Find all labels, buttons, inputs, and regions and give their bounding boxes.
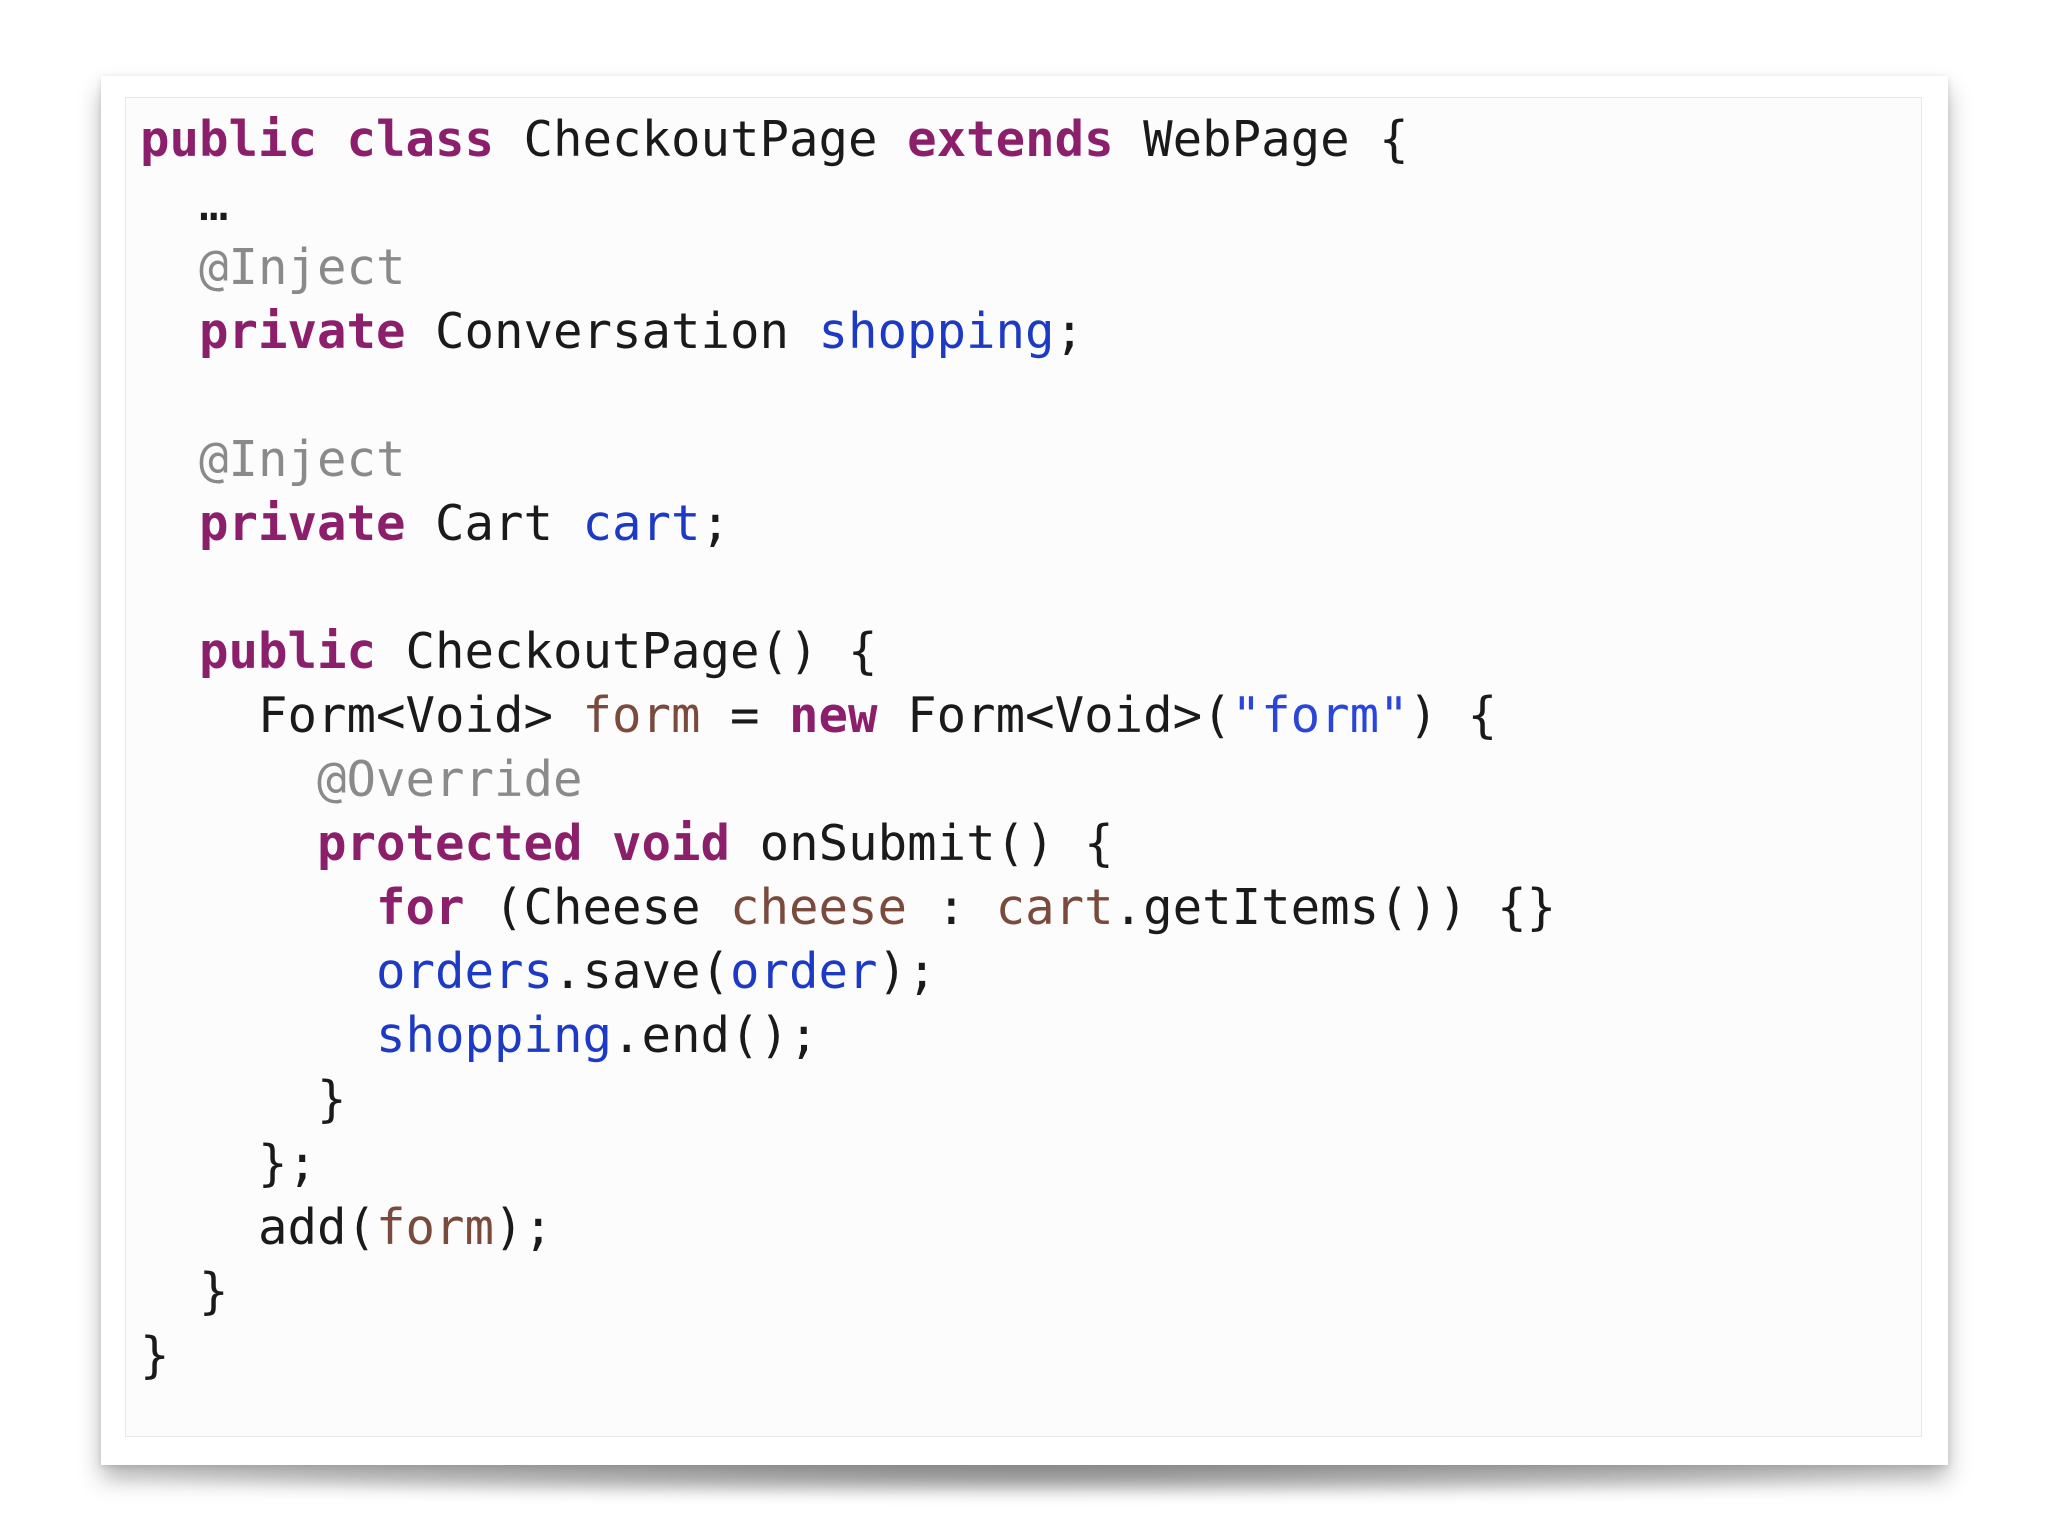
code-token-plain: .save( <box>553 943 731 1000</box>
code-line: … <box>140 172 1556 236</box>
code-token-kw: private <box>199 495 406 552</box>
code-token-plain: ; <box>700 495 731 552</box>
code-token-loc: cart <box>995 879 1114 936</box>
code-token-fld: shopping <box>376 1007 613 1064</box>
code-line: public CheckoutPage() { <box>140 620 1556 684</box>
code-token-plain: : <box>907 879 996 936</box>
code-token-plain: CheckoutPage <box>494 111 908 168</box>
code-line: protected void onSubmit() { <box>140 812 1556 876</box>
code-token-plain: Form<Void>( <box>877 687 1232 744</box>
code-token-kw: for <box>376 879 465 936</box>
code-token-plain: Conversation <box>405 303 819 360</box>
code-token-plain: ) { <box>1408 687 1498 744</box>
code-token-ann: @Inject <box>140 431 406 488</box>
code-token-plain: Cart <box>405 495 583 552</box>
code-token-kw: new <box>789 687 878 744</box>
code-token-plain <box>140 1007 376 1064</box>
code-token-plain: = <box>700 687 790 744</box>
code-token-plain <box>140 303 199 360</box>
code-line: } <box>140 1068 1556 1132</box>
code-token-plain <box>317 111 347 168</box>
code-line: add(form); <box>140 1196 1556 1260</box>
code-block: public class CheckoutPage extends WebPag… <box>140 108 1556 1388</box>
code-panel: public class CheckoutPage extends WebPag… <box>125 97 1922 1437</box>
code-line: @Inject <box>140 236 1556 300</box>
code-token-plain: … <box>140 175 229 232</box>
code-token-plain <box>140 879 376 936</box>
code-token-plain: onSubmit() { <box>730 815 1114 872</box>
code-line: }; <box>140 1132 1556 1196</box>
code-token-loc: form <box>582 687 701 744</box>
code-token-fld: order <box>730 943 878 1000</box>
code-line: } <box>140 1260 1556 1324</box>
code-line: @Inject <box>140 428 1556 492</box>
code-line: public class CheckoutPage extends WebPag… <box>140 108 1556 172</box>
code-token-kw: void <box>612 815 731 872</box>
code-token-plain: ); <box>494 1199 554 1256</box>
code-token-plain: .end(); <box>612 1007 819 1064</box>
code-line: Form<Void> form = new Form<Void>("form")… <box>140 684 1556 748</box>
code-token-plain: add( <box>140 1199 377 1256</box>
code-token-plain <box>140 623 199 680</box>
code-line: private Cart cart; <box>140 492 1556 556</box>
code-line: orders.save(order); <box>140 940 1556 1004</box>
code-token-plain <box>140 943 376 1000</box>
code-token-kw: protected <box>317 815 583 872</box>
code-token-plain: } <box>140 1263 229 1320</box>
code-token-plain: ; <box>1054 303 1085 360</box>
code-token-str: "form" <box>1231 687 1409 744</box>
code-token-ann: @Inject <box>140 239 406 296</box>
code-line <box>140 364 1556 428</box>
code-token-loc: form <box>376 1199 495 1256</box>
code-token-plain: .getItems()) {} <box>1113 879 1557 936</box>
code-token-kw: class <box>346 111 495 168</box>
code-line: private Conversation shopping; <box>140 300 1556 364</box>
code-token-kw: public <box>199 623 377 680</box>
code-token-fld: orders <box>376 943 554 1000</box>
code-line: shopping.end(); <box>140 1004 1556 1068</box>
code-line: @Override <box>140 748 1556 812</box>
code-token-plain: (Cheese <box>464 879 731 936</box>
code-token-kw: extends <box>907 111 1114 168</box>
code-line: for (Cheese cheese : cart.getItems()) {} <box>140 876 1556 940</box>
code-token-plain <box>140 495 199 552</box>
code-line: } <box>140 1324 1556 1388</box>
code-token-plain: CheckoutPage() { <box>376 623 878 680</box>
code-token-plain: } <box>140 1071 347 1128</box>
code-token-plain: } <box>140 1327 170 1384</box>
code-token-loc: cheese <box>730 879 908 936</box>
code-token-plain: Form<Void> <box>140 687 583 744</box>
code-token-kw: private <box>199 303 406 360</box>
code-token-plain: ); <box>877 943 937 1000</box>
code-token-plain <box>140 815 317 872</box>
code-token-kw: public <box>140 111 318 168</box>
code-token-plain <box>583 815 613 872</box>
code-token-fld: shopping <box>818 303 1055 360</box>
code-token-plain: WebPage { <box>1113 111 1409 168</box>
code-token-fld: cart <box>582 495 701 552</box>
code-token-plain: }; <box>140 1135 318 1192</box>
code-token-ann: @Override <box>140 751 583 808</box>
code-line <box>140 556 1556 620</box>
